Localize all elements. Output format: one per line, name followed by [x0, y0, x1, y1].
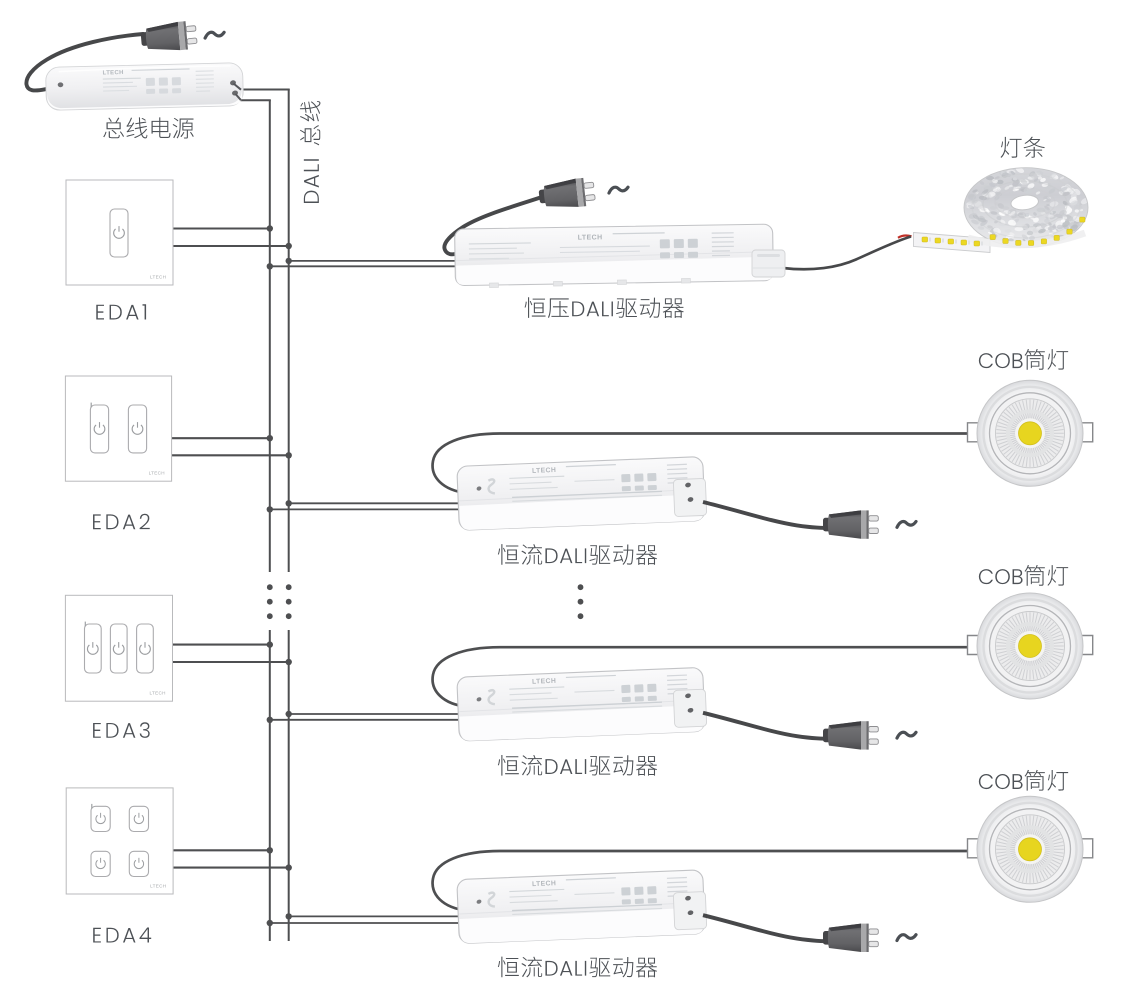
- svg-text:LTECH: LTECH: [578, 234, 603, 241]
- svg-text:LTECH: LTECH: [150, 884, 166, 889]
- svg-text:LTECH: LTECH: [150, 275, 166, 280]
- svg-text:LTECH: LTECH: [150, 691, 166, 696]
- svg-text:LTECH: LTECH: [532, 467, 556, 475]
- svg-text:LTECH: LTECH: [103, 70, 124, 77]
- svg-text:LTECH: LTECH: [149, 471, 165, 476]
